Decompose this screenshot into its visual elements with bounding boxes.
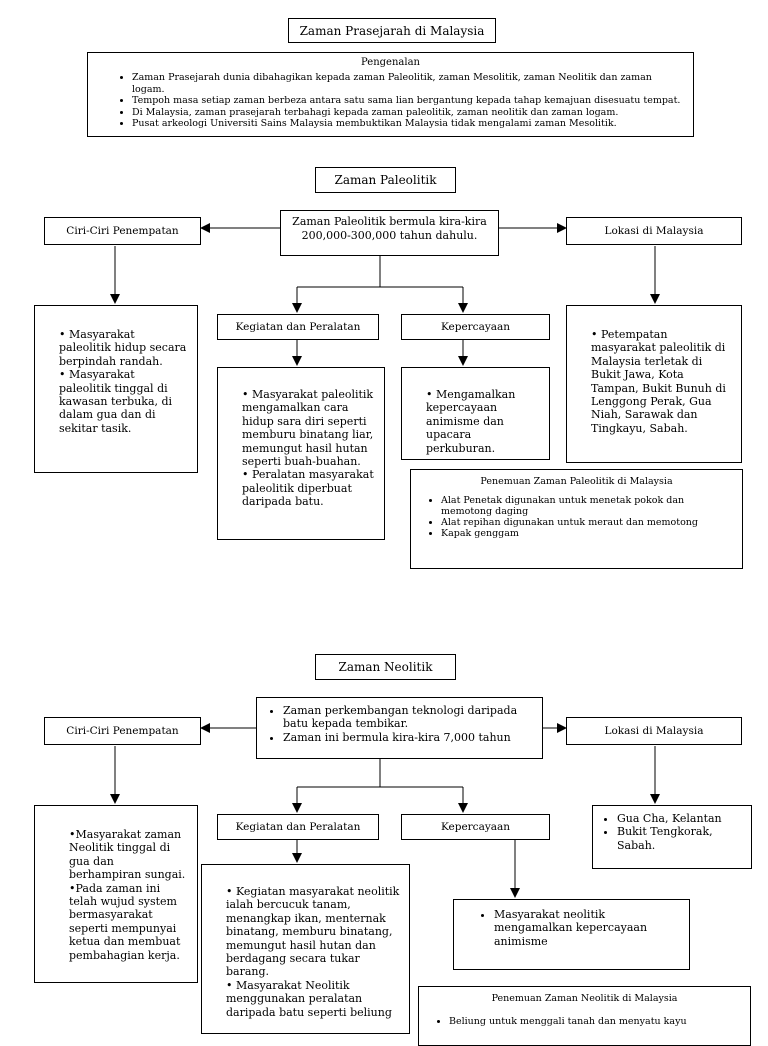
connector-lines bbox=[110, 223, 660, 898]
neolitik-lokasi-list: Gua Cha, Kelantan Bukit Tengkorak, Sabah… bbox=[593, 812, 747, 852]
list-item: • Masyarakat paleolitik mengamalkan cara… bbox=[242, 388, 374, 469]
neolitik-center-list: Zaman perkembangan teknologi daripada ba… bbox=[259, 704, 536, 744]
list-item: • Masyarakat paleolitik hidup secara ber… bbox=[59, 328, 187, 368]
list-item: • Masyarakat paleolitik tinggal di kawas… bbox=[59, 368, 173, 435]
list-item: Di Malaysia, zaman prasejarah terbahagi … bbox=[132, 107, 685, 119]
paleolitik-kepercayaan-box: • Mengamalkan kepercayaan animisme dan u… bbox=[401, 367, 550, 460]
list-item: Pusat arkeologi Universiti Sains Malaysi… bbox=[132, 118, 685, 130]
intro-box: Pengenalan Zaman Prasejarah dunia dibaha… bbox=[87, 52, 694, 137]
neolitik-ciri-box: •Masyarakat zaman Neolitik tinggal di gu… bbox=[34, 805, 198, 983]
list-item: Gua Cha, Kelantan bbox=[617, 812, 747, 825]
neolitik-title: Zaman Neolitik bbox=[315, 654, 456, 680]
paleolitik-center-box: Zaman Paleolitik bermula kira-kira 200,0… bbox=[280, 210, 499, 256]
neolitik-kepercayaan-label: Kepercayaan bbox=[401, 814, 550, 840]
list-item: •Pada zaman ini telah wujud system berma… bbox=[69, 881, 181, 962]
list-item: • Kegiatan masyarakat neolitik ialah ber… bbox=[226, 885, 400, 979]
intro-heading: Pengenalan bbox=[361, 57, 420, 68]
neolitik-penemuan-box: Penemuan Zaman Neolitik di Malaysia Beli… bbox=[418, 986, 751, 1046]
neolitik-center-box: Zaman perkembangan teknologi daripada ba… bbox=[256, 697, 543, 759]
list-item: Masyarakat neolitik mengamalkan kepercay… bbox=[494, 908, 683, 948]
paleolitik-kegiatan-label: Kegiatan dan Peralatan bbox=[217, 314, 379, 340]
paleolitik-ciri-label: Ciri-Ciri Penempatan bbox=[44, 217, 201, 245]
list-item: • Petempatan masyarakat paleolitik di Ma… bbox=[591, 328, 726, 435]
neolitik-kepercayaan-box: Masyarakat neolitik mengamalkan kepercay… bbox=[453, 899, 690, 970]
paleolitik-penemuan-box: Penemuan Zaman Paleolitik di Malaysia Al… bbox=[410, 469, 743, 569]
neolitik-kepercayaan-list: Masyarakat neolitik mengamalkan kepercay… bbox=[454, 908, 683, 948]
list-item: • Peralatan masyarakat paleolitik diperb… bbox=[242, 468, 374, 509]
paleolitik-penemuan-heading: Penemuan Zaman Paleolitik di Malaysia bbox=[480, 476, 673, 487]
neolitik-penemuan-heading: Penemuan Zaman Neolitik di Malaysia bbox=[491, 993, 678, 1004]
list-item: Alat Penetak digunakan untuk menetak pok… bbox=[441, 495, 734, 517]
list-item: • Masyarakat Neolitik menggunakan perala… bbox=[226, 978, 392, 1019]
intro-list: Zaman Prasejarah dunia dibahagikan kepad… bbox=[96, 72, 685, 130]
paleolitik-kepercayaan-label: Kepercayaan bbox=[401, 314, 550, 340]
paleolitik-lokasi-label: Lokasi di Malaysia bbox=[566, 217, 742, 245]
paleolitik-center-text: Zaman Paleolitik bermula kira-kira 200,0… bbox=[292, 215, 487, 242]
paleolitik-lokasi-box: • Petempatan masyarakat paleolitik di Ma… bbox=[566, 305, 742, 463]
neolitik-kegiatan-box: • Kegiatan masyarakat neolitik ialah ber… bbox=[201, 864, 410, 1034]
paleolitik-penemuan-list: Alat Penetak digunakan untuk menetak pok… bbox=[419, 495, 734, 539]
neolitik-lokasi-box: Gua Cha, Kelantan Bukit Tengkorak, Sabah… bbox=[592, 805, 752, 869]
list-item: Zaman ini bermula kira-kira 7,000 tahun bbox=[283, 731, 536, 744]
list-item: Kapak genggam bbox=[441, 528, 734, 539]
list-item: Tempoh masa setiap zaman berbeza antara … bbox=[132, 95, 685, 107]
paleolitik-ciri-box: • Masyarakat paleolitik hidup secara ber… bbox=[34, 305, 198, 473]
neolitik-penemuan-list: Beliung untuk menggali tanah dan menyatu… bbox=[427, 1016, 742, 1027]
paleolitik-kegiatan-box: • Masyarakat paleolitik mengamalkan cara… bbox=[217, 367, 385, 540]
list-item: Bukit Tengkorak, Sabah. bbox=[617, 825, 747, 852]
neolitik-ciri-label: Ciri-Ciri Penempatan bbox=[44, 717, 201, 745]
list-item: • Mengamalkan kepercayaan animisme dan u… bbox=[426, 388, 516, 455]
main-title: Zaman Prasejarah di Malaysia bbox=[288, 18, 496, 43]
list-item: Beliung untuk menggali tanah dan menyatu… bbox=[449, 1016, 742, 1027]
list-item: Alat repihan digunakan untuk meraut dan … bbox=[441, 517, 734, 528]
neolitik-kegiatan-label: Kegiatan dan Peralatan bbox=[217, 814, 379, 840]
list-item: Zaman perkembangan teknologi daripada ba… bbox=[283, 704, 536, 731]
neolitik-lokasi-label: Lokasi di Malaysia bbox=[566, 717, 742, 745]
paleolitik-title: Zaman Paleolitik bbox=[315, 167, 456, 193]
list-item: Zaman Prasejarah dunia dibahagikan kepad… bbox=[132, 72, 685, 95]
list-item: •Masyarakat zaman Neolitik tinggal di gu… bbox=[69, 828, 186, 882]
